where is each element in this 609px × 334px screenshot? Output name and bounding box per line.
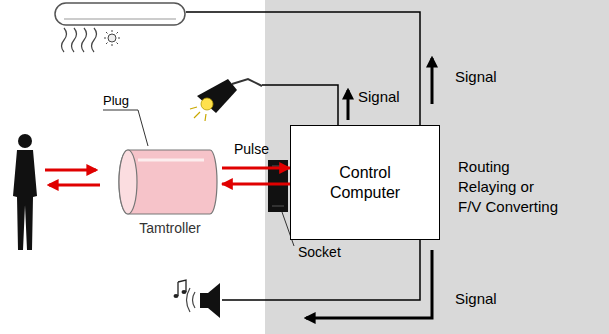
part-label: Plug [103,92,129,110]
part-label: Socket [298,243,341,261]
function-note: F/V Converting [458,198,558,216]
air-conditioner-icon [55,3,185,52]
device-cylinder: Tamtroller [118,148,222,237]
signal-label: Signal [455,68,497,86]
signal-label: Signal [455,290,497,308]
signal-wire [262,85,338,125]
pulse-arrow [222,183,290,186]
process-box: Control Computer [290,125,440,240]
device-name: Tamtroller [118,220,222,237]
function-note: Relaying or [458,178,534,196]
pulse-arrow [222,167,290,170]
signal-arrow [431,58,434,104]
cylinder-highlight [138,159,204,162]
signal-arrow [347,90,350,120]
cylinder-outline [118,148,218,216]
interaction-arrow [49,184,100,187]
speaker-icon [174,280,221,318]
leader-line [103,110,148,146]
function-note: Routing [458,158,510,176]
signal-arrow [306,250,432,318]
signal-label: Signal [358,88,400,106]
box-title: Control Computer [320,163,410,203]
interaction-arrow [45,169,96,172]
gray-panel [265,0,609,334]
signal-wire [186,12,420,125]
signal-wire [222,240,420,300]
person-silhouette [13,134,37,250]
cylinder-end [119,150,137,214]
cylinder-body [119,150,217,214]
edge-label: Pulse [234,141,269,158]
lamp-icon [190,79,262,121]
